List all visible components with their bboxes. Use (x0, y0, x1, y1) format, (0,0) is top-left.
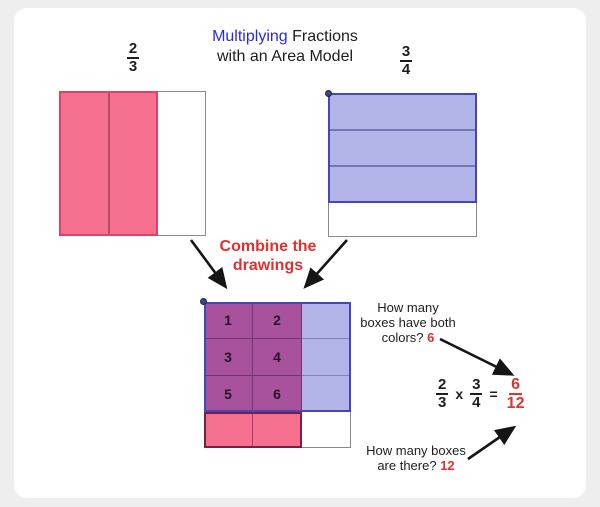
grid-cell-white (302, 412, 351, 448)
right-area-model (325, 90, 477, 237)
right-model-divider (330, 164, 475, 167)
fraction-numerator: 2 (436, 376, 449, 396)
answer-six: 6 (427, 330, 435, 345)
grid-cell-overlap: 4 (253, 339, 302, 376)
fraction-three-fourths-label: 3 4 (394, 43, 418, 79)
grid-cell-overlap: 5 (204, 376, 253, 412)
equation: 2 3 x 3 4 = 6 12 (436, 376, 526, 413)
question-both-colors: How many boxes have both colors? 6 (348, 300, 468, 345)
grid-cell-blue (302, 339, 351, 376)
grid-cell-pink (204, 412, 253, 448)
grid-cell-overlap: 1 (204, 302, 253, 339)
grid-cell-number: 1 (224, 312, 232, 328)
combine-label: Combine the drawings (203, 237, 333, 275)
grid-cell-blue (302, 376, 351, 412)
equals-sign: = (489, 386, 498, 403)
title-rest: Fractions (287, 28, 358, 45)
equation-fraction-three-fourths: 3 4 (470, 376, 483, 412)
fraction-numerator: 2 (126, 40, 140, 60)
equation-result: 6 12 (505, 376, 527, 413)
title-line-1: Multiplying Fractions (175, 27, 395, 47)
combine-line-2: drawings (232, 257, 304, 274)
question-line: boxes have both (360, 315, 456, 330)
grid-cell-overlap: 3 (204, 339, 253, 376)
grid-cell-number: 5 (224, 385, 232, 402)
grid-cell-overlap: 2 (253, 302, 302, 339)
fraction-denominator: 3 (128, 58, 138, 76)
fraction-numerator: 3 (399, 43, 413, 63)
question-total-boxes: How many boxes are there? 12 (358, 443, 474, 473)
answer-twelve: 12 (440, 458, 455, 473)
grid-cell-number: 6 (273, 385, 281, 402)
grid-point-handle[interactable] (200, 298, 207, 305)
fraction-denominator: 12 (506, 395, 525, 413)
equation-fraction-two-thirds: 2 3 (436, 376, 449, 412)
question-line: colors? 6 (348, 330, 468, 345)
grid-cell-blue (302, 302, 351, 339)
grid-cell-number: 2 (273, 312, 281, 328)
question-suffix: colors? (381, 330, 424, 345)
fraction-denominator: 3 (438, 394, 447, 412)
combine-line-1: Combine the (219, 238, 317, 255)
fraction-denominator: 4 (401, 61, 411, 79)
multiply-sign: x (455, 386, 464, 403)
question-suffix: are there? (377, 458, 437, 473)
title-line-2: with an Area Model (216, 48, 354, 65)
left-area-model (59, 91, 206, 236)
grid-cell-number: 4 (273, 349, 281, 365)
grid-cell-pink (253, 412, 302, 448)
fraction-numerator: 3 (470, 376, 483, 396)
grid-cell-overlap: 6 (253, 376, 302, 412)
title-highlight: Multiplying (212, 28, 288, 45)
fraction-denominator: 4 (472, 394, 481, 412)
right-model-divider (330, 129, 475, 132)
right-model-shaded-region (328, 93, 477, 203)
question-line: How many boxes (366, 443, 466, 458)
fraction-numerator: 6 (509, 376, 523, 396)
question-line: are there? 12 (358, 458, 474, 473)
left-model-divider (107, 93, 110, 234)
question-line: How many (377, 300, 439, 315)
grid-cell-number: 3 (224, 349, 232, 365)
fraction-two-thirds-label: 2 3 (121, 40, 145, 76)
combined-grid: 1 2 3 4 5 6 (200, 298, 351, 448)
left-model-shaded-region (59, 91, 158, 236)
right-model-point-handle[interactable] (325, 90, 332, 97)
page-title: Multiplying Fractions with an Area Model (175, 27, 395, 67)
